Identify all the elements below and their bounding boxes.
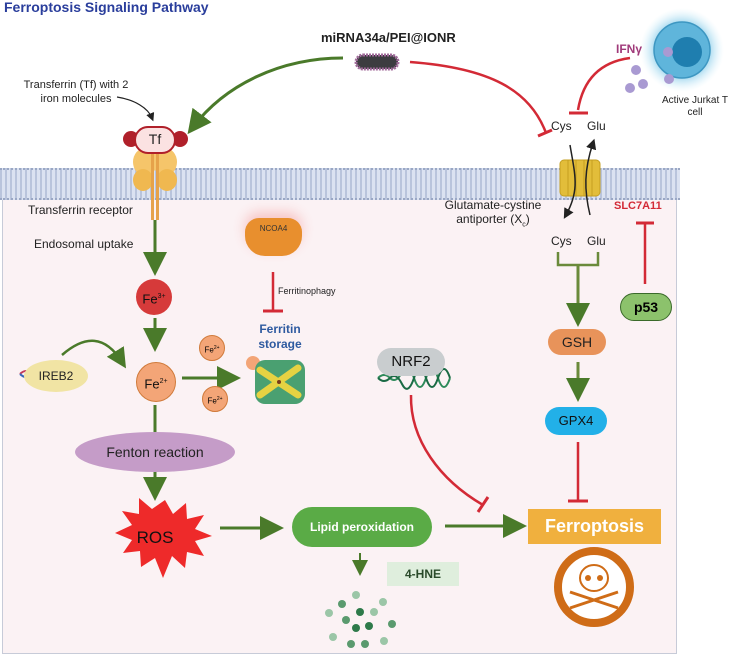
fe3-node: Fe3+	[136, 279, 172, 315]
inhibit-nano-to-cys	[409, 60, 548, 134]
fe3-label: Fe	[142, 291, 158, 307]
glu-out-label: Glu	[587, 119, 606, 133]
transferrin-receptor-icon	[133, 148, 177, 220]
ncoa4-label: NCOA4	[259, 224, 288, 233]
p53-node: p53	[620, 293, 672, 321]
ros-starburst-icon	[115, 498, 212, 578]
fe3-charge: 3+	[157, 293, 166, 300]
fe2-small-node: Fe2+	[202, 386, 228, 412]
ncoa4-node: NCOA4	[245, 218, 302, 256]
4hne-label: 4-HNE	[387, 562, 459, 586]
inhibit-ifng	[576, 56, 631, 111]
ireb2-label: IREB2	[38, 369, 74, 383]
endosomal-uptake-label: Endosomal uptake	[34, 237, 134, 251]
nrf2-node: NRF2	[377, 348, 445, 376]
cys-out-label: Cys	[551, 119, 572, 133]
ifng-label: IFNγ	[616, 42, 643, 56]
ireb2-node: IREB2	[24, 360, 88, 392]
fenton-reaction-label: Fenton reaction	[106, 444, 204, 460]
fe2-small-label: Fe	[207, 396, 217, 406]
transferrin-note: Transferrin (Tf) with 2 iron molecules	[23, 79, 129, 105]
ifng-molecules-icon	[625, 47, 674, 93]
fe2-node: Fe2+	[136, 362, 176, 402]
nanoparticle-icon	[354, 53, 400, 71]
antiporter-icon	[559, 138, 601, 219]
ferritin-icon	[246, 356, 305, 404]
fe2-small-label: Fe	[204, 345, 214, 355]
fe2-small-node: Fe2+	[199, 335, 225, 361]
tcell-label: Active Jurkat T cell	[662, 95, 728, 118]
fe2-label: Fe	[144, 376, 160, 392]
nanoparticle-label: miRNA34a/PEI@IONR	[321, 30, 456, 45]
fenton-reaction-node: Fenton reaction	[75, 432, 235, 472]
cys-in-label: Cys	[551, 234, 572, 248]
glu-in-label: Glu	[587, 234, 606, 248]
gpx4-node: GPX4	[545, 407, 607, 435]
transferrin-icon	[123, 126, 188, 154]
ferritinophagy-label: Ferritinophagy	[278, 286, 336, 296]
fe2-charge: 2+	[159, 378, 168, 385]
diagram-title: Ferroptosis Signaling Pathway	[4, 0, 209, 15]
ros-label: ROS	[136, 528, 174, 547]
ferroptosis-box: Ferroptosis	[528, 509, 661, 544]
ferritin-storage-label: Ferritin storage	[258, 322, 302, 351]
4hne-molecules-icon	[325, 591, 396, 648]
lipid-peroxidation-node: Lipid peroxidation	[292, 507, 432, 547]
tf-label: Tf	[148, 131, 162, 147]
transferrin-receptor-label: Transferrin receptor	[28, 203, 133, 217]
skull-icon	[554, 547, 634, 627]
arrow-nano-to-tf	[187, 56, 344, 135]
slc7a11-label: SLC7A11	[614, 200, 662, 212]
antiporter-label: Glutamate-cystine antiporter (Xc)	[444, 198, 542, 229]
gsh-node: GSH	[548, 329, 606, 355]
